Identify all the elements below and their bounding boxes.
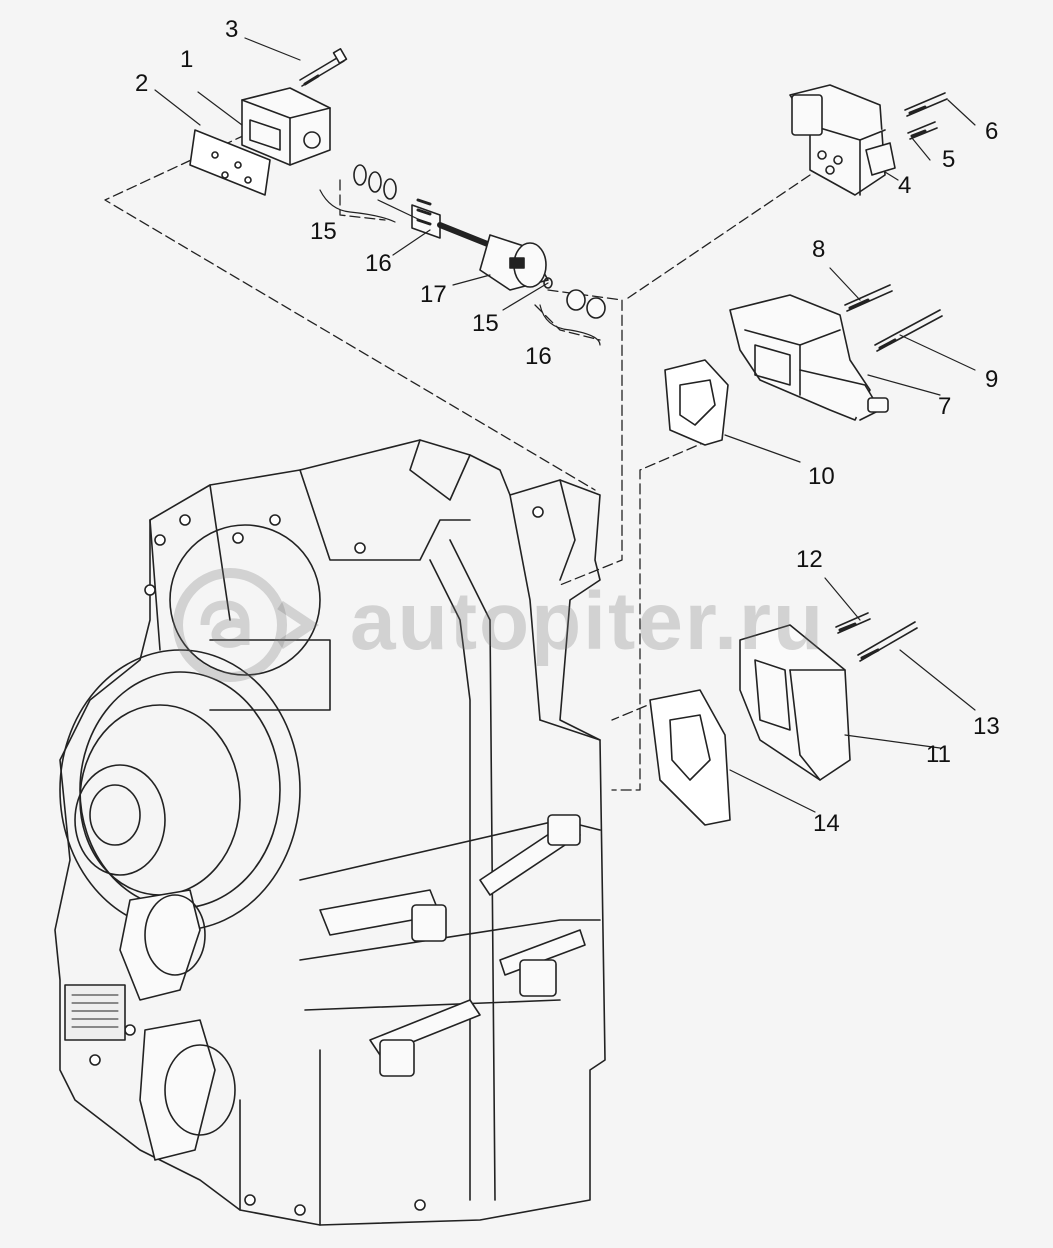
shift-levers: [319, 814, 586, 1077]
converter-housing: [59, 524, 331, 931]
part-12-bolt: [835, 612, 871, 634]
callout-7: 7: [938, 393, 952, 420]
part-5-bolt: [907, 121, 938, 140]
callout-13: 13: [973, 713, 1000, 740]
part-11-valve-plate: [739, 624, 851, 781]
part-1-valve-body: [241, 87, 331, 166]
callout-16-lower: 16: [525, 343, 552, 370]
callout-17: 17: [420, 281, 447, 308]
callout-14: 14: [813, 810, 840, 837]
callout-12: 12: [796, 546, 823, 573]
callout-15-upper: 15: [310, 218, 337, 245]
callout-3: 3: [225, 16, 239, 43]
part-8-bolt: [844, 284, 893, 312]
callout-5: 5: [942, 146, 956, 173]
leader-lines: [154, 37, 976, 813]
callout-16-upper: 16: [365, 250, 392, 277]
part-17-coil: [479, 234, 549, 291]
callout-4: 4: [898, 172, 912, 199]
callout-8: 8: [812, 236, 826, 263]
part-13-bolt: [857, 621, 918, 662]
nut-washer: [543, 277, 606, 319]
data-plate: [64, 984, 126, 1041]
callout-10: 10: [808, 463, 835, 490]
part-9-bolt: [874, 309, 943, 352]
part-4-valve-block: [789, 84, 896, 196]
transmission-housing: [54, 439, 606, 1226]
callout-9: 9: [985, 366, 999, 393]
part-10-gasket: [664, 359, 729, 446]
callout-1: 1: [180, 46, 194, 73]
part-16-spool: [411, 198, 493, 248]
housing-bolts: [89, 506, 544, 1216]
callout-2: 2: [135, 70, 149, 97]
o-rings-15: [353, 164, 397, 200]
part-3-bolt: [299, 48, 348, 87]
bracket-lines: [319, 189, 601, 346]
part-7-control-valve: [729, 294, 889, 421]
callout-15-lower: 15: [472, 310, 499, 337]
part-14-gasket: [649, 689, 731, 826]
callout-11: 11: [926, 741, 951, 768]
output-yokes: [119, 889, 236, 1161]
part-2-gasket: [189, 129, 271, 196]
callout-6: 6: [985, 118, 999, 145]
part-6-bolt: [904, 92, 948, 117]
